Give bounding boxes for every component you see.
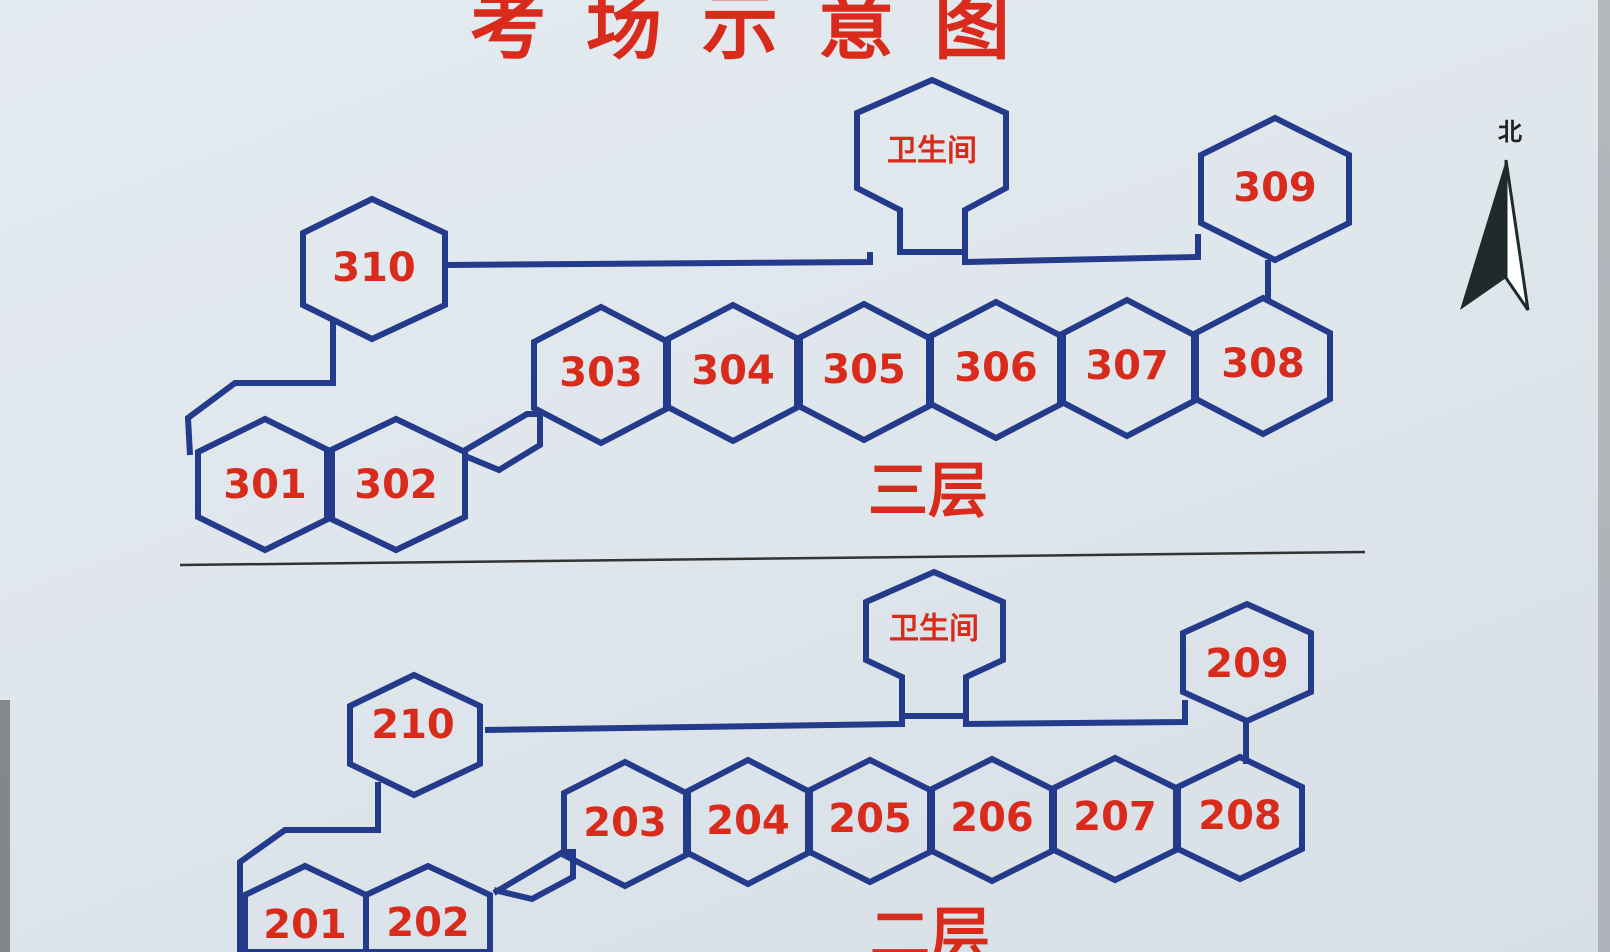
room-label: 310 [332, 245, 416, 291]
room-209: 209 [1180, 600, 1314, 725]
room-label: 208 [1198, 793, 1282, 839]
floor-2-plan: 卫生间 201 202 203 204 205 206 207 208 209 … [237, 568, 1314, 952]
floor-3-plan: 卫生间 301 302 303 304 305 306 307 308 309 … [184, 76, 1352, 554]
room-208: 208 [1175, 753, 1305, 883]
room-label: 209 [1205, 641, 1289, 687]
room-label: 305 [822, 347, 906, 393]
room-206: 206 [929, 755, 1055, 885]
room-207: 207 [1051, 754, 1179, 884]
room-306: 306 [926, 298, 1066, 442]
room-label: 302 [354, 462, 438, 508]
room-label: 308 [1221, 341, 1305, 387]
room-309: 309 [1198, 114, 1352, 264]
floor-3-label: 三层 [868, 457, 988, 527]
room-202: 202 [363, 862, 493, 952]
room-label: 309 [1233, 165, 1317, 211]
room-label: 304 [691, 348, 775, 394]
room-label: 301 [223, 462, 307, 508]
room-201: 201 [242, 862, 369, 952]
restroom-label: 卫生间 [887, 134, 977, 169]
room-label: 202 [386, 900, 470, 946]
north-arrow-icon: 北 [1460, 118, 1530, 311]
room-203: 203 [561, 758, 689, 890]
room-307: 307 [1057, 296, 1197, 440]
room-label: 307 [1085, 343, 1169, 389]
room-301: 301 [195, 415, 335, 554]
room-210: 210 [347, 671, 483, 799]
room-label: 303 [559, 350, 643, 396]
room-308: 308 [1193, 294, 1333, 438]
floor-divider [179, 550, 1366, 567]
room-label: 205 [828, 796, 912, 842]
room-205: 205 [807, 756, 933, 886]
room-label: 203 [583, 800, 667, 846]
map-title: 考场示意图 [470, 0, 1050, 70]
north-label: 北 [1498, 118, 1522, 146]
room-label: 207 [1073, 794, 1157, 840]
room-302: 302 [324, 415, 468, 554]
room-label: 206 [950, 795, 1034, 841]
restroom-floor-2 [863, 568, 1006, 719]
room-204: 204 [685, 756, 811, 888]
room-label: 210 [371, 702, 455, 748]
room-label: 201 [263, 902, 347, 948]
restroom-label: 卫生间 [889, 612, 979, 647]
room-310: 310 [300, 195, 448, 343]
restroom-floor-3 [854, 76, 1009, 255]
room-label: 204 [706, 798, 790, 844]
room-label: 306 [954, 345, 1038, 391]
room-303: 303 [531, 303, 671, 447]
room-304: 304 [663, 301, 803, 445]
room-305: 305 [794, 300, 934, 444]
floor-2-label: 二层 [870, 902, 990, 952]
